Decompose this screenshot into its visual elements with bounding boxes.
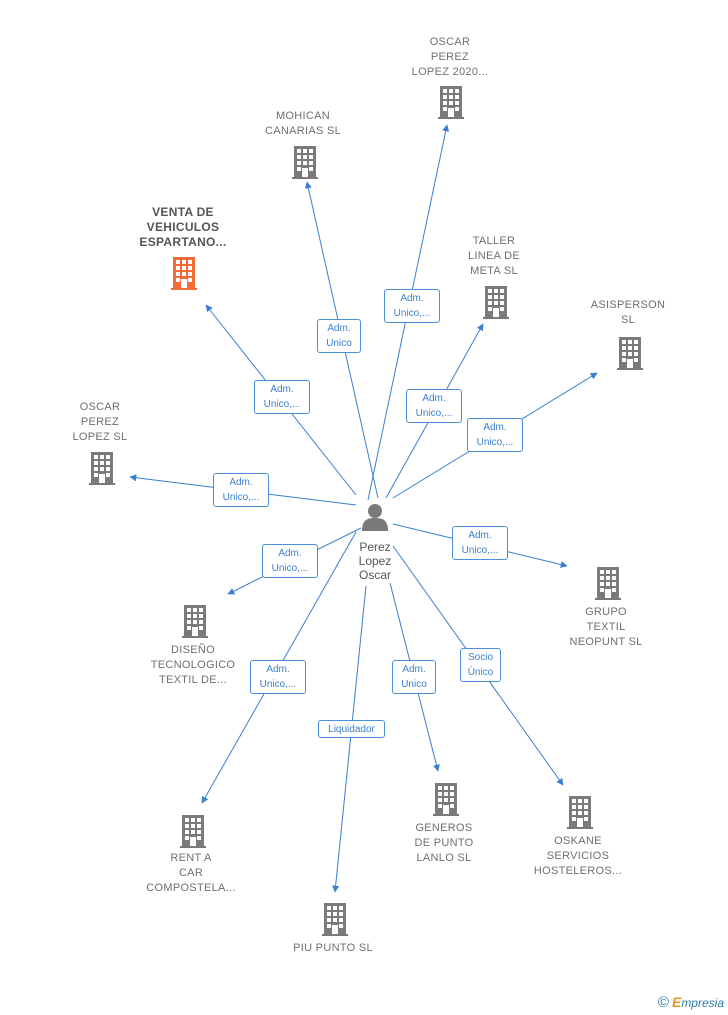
person-icon[interactable] (362, 504, 388, 531)
building-icon-oscar-perez-lopez-2020[interactable] (438, 86, 464, 119)
company-label-piu-punto[interactable]: PIU PUNTO SL (293, 942, 373, 954)
brand-name: mpresia (681, 996, 724, 1010)
building-icon-rent-a-car[interactable] (180, 815, 206, 848)
brand-initial: E (671, 994, 682, 1010)
role-label-oscar-perez-lopez-sl[interactable]: Adm. Unico,... (213, 473, 269, 507)
role-label-generos-de-punto[interactable]: Adm. Unico (392, 660, 436, 694)
building-icon-oscar-perez-lopez-sl[interactable] (89, 452, 115, 485)
building-icon-diseno-tecnologico[interactable] (182, 605, 208, 638)
company-label-taller-linea-de-meta[interactable]: TALLER LINEA DE META SL (468, 235, 520, 277)
company-label-rent-a-car[interactable]: RENT A CAR COMPOSTELA... (146, 852, 236, 894)
building-icon-piu-punto[interactable] (322, 903, 348, 936)
center-person-name[interactable]: Perez Lopez Oscar (358, 540, 392, 582)
role-label-venta-de-vehiculos[interactable]: Adm. Unico,... (254, 380, 310, 414)
role-label-diseno-tecnologico[interactable]: Adm. Unico,... (262, 544, 318, 578)
role-label-oscar-perez-lopez-2020[interactable]: Adm. Unico,... (384, 289, 440, 323)
edge-piu-punto (332, 585, 367, 893)
company-label-oscar-perez-lopez-sl[interactable]: OSCAR PEREZ LOPEZ SL (72, 401, 128, 443)
building-icon-mohican-canarias[interactable] (292, 146, 318, 179)
company-label-asisperson[interactable]: ASISPERSON SL (590, 299, 666, 326)
company-label-oscar-perez-lopez-2020[interactable]: OSCAR PEREZ LOPEZ 2020... (411, 36, 489, 78)
role-label-mohican-canarias[interactable]: Adm. Unico (317, 319, 361, 353)
building-icon-oskane-servicios[interactable] (567, 796, 593, 829)
building-icon-grupo-textil-neopunt[interactable] (595, 567, 621, 600)
company-label-oskane-servicios[interactable]: OSKANE SERVICIOS HOSTELEROS... (533, 835, 623, 877)
company-label-mohican-canarias[interactable]: MOHICAN CANARIAS SL (264, 110, 342, 137)
company-label-grupo-textil-neopunt[interactable]: GRUPO TEXTIL NEOPUNT SL (569, 606, 643, 648)
role-label-taller-linea-de-meta[interactable]: Adm. Unico,... (406, 389, 462, 423)
building-icon-generos-de-punto[interactable] (433, 783, 459, 816)
building-icon-taller-linea-de-meta[interactable] (483, 286, 509, 319)
role-label-oskane-servicios[interactable]: Socio Único (460, 648, 501, 682)
role-label-grupo-textil-neopunt[interactable]: Adm. Unico,... (452, 526, 508, 560)
building-icon-asisperson[interactable] (617, 337, 643, 370)
role-label-piu-punto[interactable]: Liquidador (318, 720, 385, 738)
company-label-generos-de-punto[interactable]: GENEROS DE PUNTO LANLO SL (414, 822, 474, 864)
copyright-icon: © (657, 994, 669, 1011)
company-label-venta-de-vehiculos[interactable]: VENTA DE VEHICULOS ESPARTANO... (139, 205, 227, 249)
building-icon-venta-de-vehiculos[interactable] (171, 257, 197, 290)
company-label-diseno-tecnologico[interactable]: DISEÑO TECNOLOGICO TEXTIL DE... (150, 644, 236, 686)
brand-footer: ©Empresia (658, 994, 724, 1011)
role-label-rent-a-car[interactable]: Adm. Unico,... (250, 660, 306, 694)
role-label-asisperson[interactable]: Adm. Unico,... (467, 418, 523, 452)
